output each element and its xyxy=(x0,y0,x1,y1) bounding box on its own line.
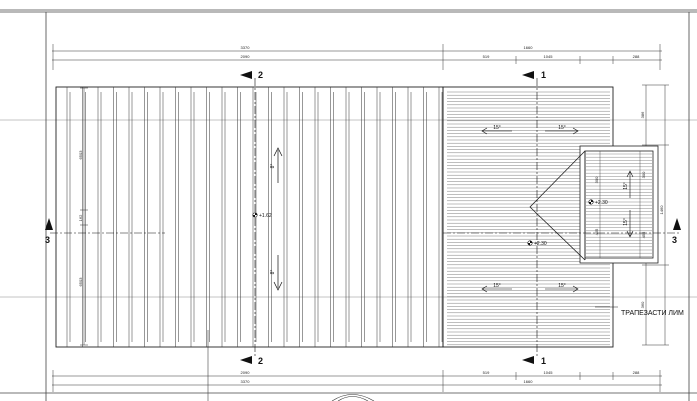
bottom-dimension-lines xyxy=(52,370,662,392)
slope-label-right-tr: 15° xyxy=(558,125,566,131)
sheet-frame xyxy=(0,9,697,401)
section-marker-1-top xyxy=(522,71,534,79)
slope-label-right-bl: 15° xyxy=(493,283,501,289)
dim-bottom-total-right: 1660 xyxy=(524,379,534,384)
dim-top-seg-1: 2090 xyxy=(241,54,251,59)
slope-arrow-main-up xyxy=(273,147,283,183)
elevation-marker-main xyxy=(252,212,258,218)
slope-arrows-wing xyxy=(626,170,634,238)
dim-top-total-main: 3370 xyxy=(241,45,251,50)
dim-bottom-seg-4: 288 xyxy=(633,370,640,375)
section-marker-2-top xyxy=(240,71,252,79)
slope-arrows-right-roof xyxy=(481,127,579,293)
elevation-marker-middle xyxy=(527,240,533,246)
section-label-3-left: 3 xyxy=(45,235,50,245)
dim-top-seg-2: 519 xyxy=(483,54,490,59)
dim-left-bottom: 6503 xyxy=(78,277,83,287)
section-marker-3-left xyxy=(45,218,53,230)
elevation-label-middle: +2.30 xyxy=(534,241,547,247)
section-label-3-right: 3 xyxy=(672,235,677,245)
dim-bottom-seg-3: 1045 xyxy=(544,370,554,375)
dim-left-top: 6503 xyxy=(78,150,83,160)
section-label-1-top: 1 xyxy=(541,70,546,80)
left-dimension-lines xyxy=(80,87,88,346)
slope-label-right-tl: 15° xyxy=(493,125,501,131)
elevation-label-wing: +2.30 xyxy=(595,200,608,206)
dim-right-4: 360 xyxy=(640,301,645,308)
dim-right-1: 386 xyxy=(640,111,645,118)
section-label-2-bottom: 2 xyxy=(258,356,263,366)
section-cut-lines xyxy=(50,78,680,358)
slope-label-wing-bottom: 15° xyxy=(623,218,629,226)
slope-label-main-down: 8° xyxy=(270,270,276,275)
dim-top-seg-4: 288 xyxy=(633,54,640,59)
dim-left-mid: 162 xyxy=(78,214,83,221)
main-roof-ribs xyxy=(66,87,443,347)
slope-arrow-main-down xyxy=(273,255,283,291)
wing-roof-ribs xyxy=(586,153,652,257)
dim-bottom-seg-2: 519 xyxy=(483,370,490,375)
slope-label-main-up: 8° xyxy=(270,164,276,169)
section-marker-2-bottom xyxy=(240,356,252,364)
dim-wing-3: 300 xyxy=(641,171,646,178)
dim-wing-1: 300 xyxy=(594,176,599,183)
section-marker-3-right xyxy=(673,218,681,230)
material-note: ТРАПЕЗАСТИ ЛИМ xyxy=(621,310,684,317)
dim-wing-2: 455 xyxy=(594,228,599,235)
top-dimension-lines xyxy=(52,44,662,70)
dim-wing-4: 455 xyxy=(641,231,646,238)
section-label-1-bottom: 1 xyxy=(541,356,546,366)
slope-label-wing-top: 15° xyxy=(623,182,629,190)
slope-label-right-br: 15° xyxy=(558,283,566,289)
section-label-2-top: 2 xyxy=(258,70,263,80)
stamp-partial xyxy=(331,394,375,401)
dim-bottom-seg-1: 2090 xyxy=(241,370,251,375)
section-marker-1-bottom xyxy=(522,356,534,364)
dim-top-seg-3: 1045 xyxy=(544,54,554,59)
dim-right-2: 1460 xyxy=(659,205,664,215)
dim-top-total-right: 1660 xyxy=(524,45,534,50)
elevation-label-main: +1.62 xyxy=(259,213,272,219)
elevation-marker-wing xyxy=(588,199,594,205)
dim-bottom-total-main: 3370 xyxy=(241,379,251,384)
wing-inner-dims xyxy=(599,151,641,258)
main-roof-outline xyxy=(55,86,444,348)
